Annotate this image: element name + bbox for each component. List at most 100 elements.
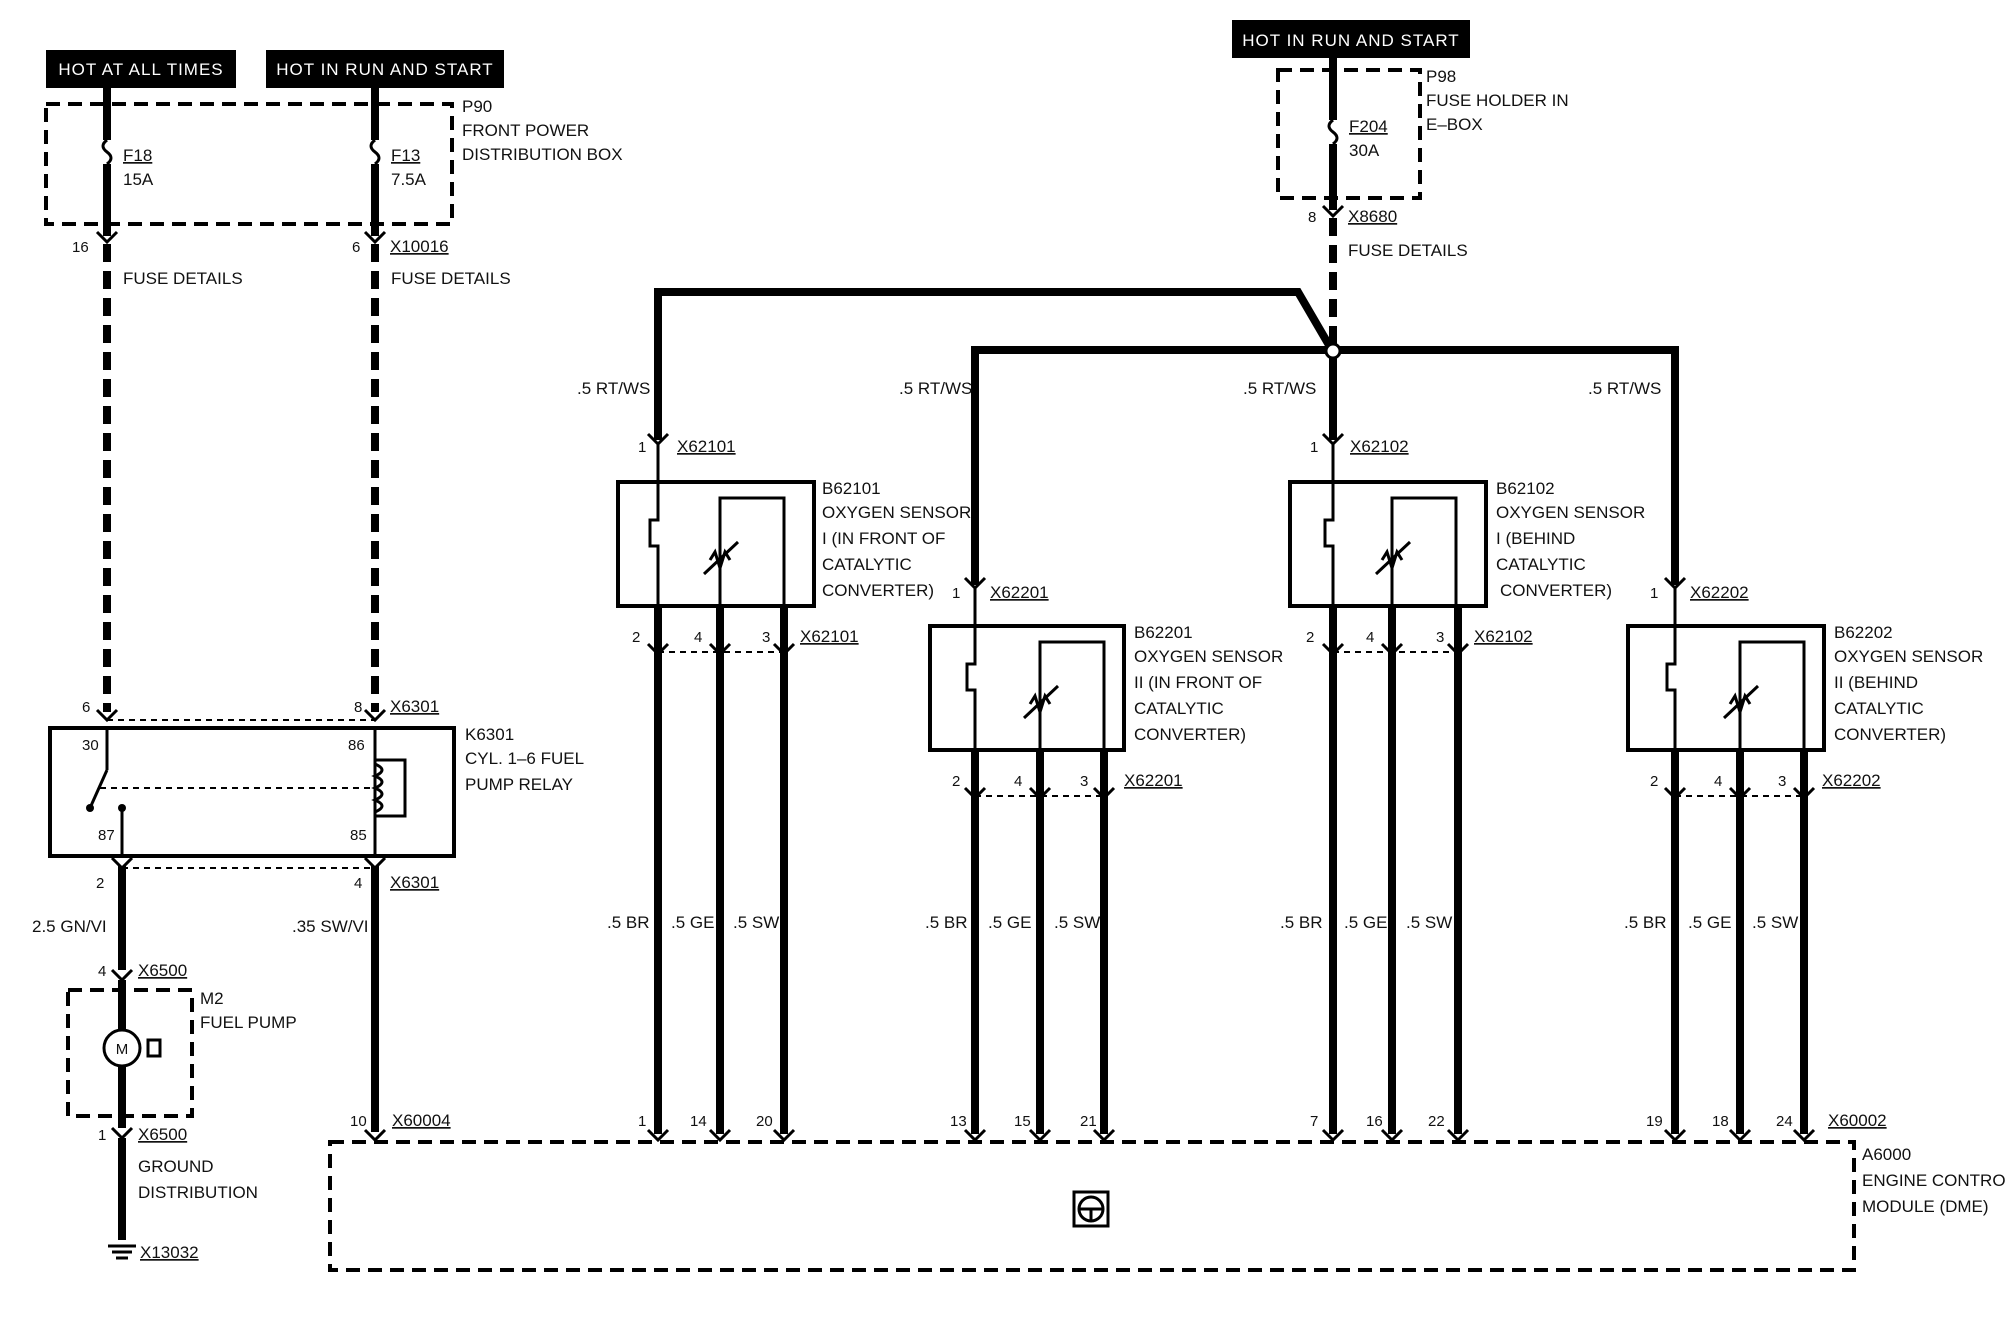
connector-16-marker [95, 230, 119, 245]
s3-line2: I (BEHIND [1496, 529, 1575, 548]
engine-control-module [328, 1140, 1856, 1272]
pin-6-relay: 6 [82, 699, 90, 716]
ground-line2: DISTRIBUTION [138, 1183, 258, 1202]
header-hot-run-start-right-box [1232, 20, 1470, 58]
sensor-b62201 [928, 624, 1126, 752]
s3-label-sw: .5 SW [1406, 913, 1452, 932]
ecm-pin-13: 13 [950, 1113, 967, 1130]
s2-variable-arrow [1022, 684, 1060, 720]
fuse-f204-symbol [1327, 118, 1339, 146]
connector-x8680-marker [1321, 204, 1345, 219]
pin-10-ecm: 10 [350, 1113, 367, 1130]
relay-switch-pivot [86, 804, 94, 812]
connector-x10016-marker [363, 230, 387, 245]
ecm-pin-20: 20 [756, 1113, 773, 1130]
s4-pin-2: 2 [1650, 773, 1658, 790]
relay-pin-87: 87 [98, 827, 115, 844]
ecm-pin-24: 24 [1776, 1113, 1793, 1130]
s1-pin-1: 1 [638, 439, 646, 456]
connector-x8680: X8680 [1348, 207, 1397, 226]
s1-variable-arrow [702, 540, 740, 576]
fuse-f13-rating: 7.5A [391, 170, 427, 189]
header-hot-run-start-left: HOT IN RUN AND START [276, 60, 493, 79]
connector-x13032: X13032 [140, 1243, 199, 1262]
s2-connector-bottom: X62201 [1124, 771, 1183, 790]
bus-rt-ws-s1 [654, 288, 1337, 440]
s4-pin-1: 1 [1650, 585, 1658, 602]
s2-heater-symbol [965, 588, 977, 750]
s2-line4: CONVERTER) [1134, 725, 1246, 744]
connector-x6301-bottom: X6301 [390, 873, 439, 892]
s3-cell-box [1390, 496, 1458, 608]
fuse-f18-id: F18 [123, 146, 152, 165]
s2-connector-top: X62201 [990, 583, 1049, 602]
relay-coil-symbol [371, 762, 384, 814]
s3-pin-1: 1 [1310, 439, 1318, 456]
relay-pin-85: 85 [350, 827, 367, 844]
s3-line4: CONVERTER) [1500, 581, 1612, 600]
ground-line1: GROUND [138, 1157, 214, 1176]
connector-x6301-top: X6301 [390, 697, 439, 716]
s1-id: B62101 [822, 479, 881, 498]
ecm-pin-7: 7 [1310, 1113, 1318, 1130]
ecm-pin-21: 21 [1080, 1113, 1097, 1130]
pin-16: 16 [72, 239, 89, 256]
ecm-pin-14: 14 [690, 1113, 707, 1130]
ecm-line2: MODULE (DME) [1862, 1197, 1989, 1216]
s4-cell-box [1738, 640, 1806, 752]
pin-8-relay: 8 [354, 699, 362, 716]
s2-cell-box [1038, 640, 1106, 752]
fuse-box-p90-line2: DISTRIBUTION BOX [462, 145, 623, 164]
s3-label-ge: .5 GE [1344, 913, 1387, 932]
wire-label-gn-vi: 2.5 GN/VI [32, 917, 107, 936]
connector-x6500-bottom: X6500 [138, 1125, 187, 1144]
s4-line1: OXYGEN SENSOR [1834, 647, 1983, 666]
s1-label-sw: .5 SW [733, 913, 779, 932]
wire-label-sw-vi: .35 SW/VI [292, 917, 369, 936]
fuse-f13-symbol [369, 138, 381, 166]
fuse-box-p90-line1: FRONT POWER [462, 121, 589, 140]
s4-heater-symbol [1665, 588, 1677, 750]
fuse-details-mid: FUSE DETAILS [391, 269, 511, 288]
s3-connector-bottom: X62102 [1474, 627, 1533, 646]
fuse-f18-rating: 15A [123, 170, 154, 189]
ecm-pin-22: 22 [1428, 1113, 1445, 1130]
ecm-pin-16: 16 [1366, 1113, 1383, 1130]
s3-pin-2: 2 [1306, 629, 1314, 646]
s4-connector-top: X62202 [1690, 583, 1749, 602]
sensor-b62102 [1288, 480, 1488, 608]
relay-switch-arm [88, 769, 109, 809]
relay-pin-86: 86 [348, 737, 365, 754]
s4-label-ge: .5 GE [1688, 913, 1731, 932]
s2-id: B62201 [1134, 623, 1193, 642]
s1-pin-2: 2 [632, 629, 640, 646]
pin-4-pump: 4 [98, 963, 106, 980]
ecm-steering-spokes [1079, 1207, 1103, 1221]
wire-label-rt-ws-3: .5 RT/WS [1243, 379, 1316, 398]
fuse-f204-rating: 30A [1349, 141, 1380, 160]
relay-id: K6301 [465, 725, 514, 744]
s3-pin-4: 4 [1366, 629, 1374, 646]
ecm-pin1-marker [646, 1128, 670, 1143]
ecm-id: A6000 [1862, 1145, 1911, 1164]
s1-label-br: .5 BR [607, 913, 650, 932]
s1-connector-top: X62101 [677, 437, 736, 456]
relay-line1: CYL. 1–6 FUEL [465, 749, 584, 768]
s1-connector-bottom: X62101 [800, 627, 859, 646]
header-hot-run-start-left-box [266, 50, 504, 88]
pin-6-top: 6 [352, 239, 360, 256]
s4-label-sw: .5 SW [1752, 913, 1798, 932]
wire-label-rt-ws-1: .5 RT/WS [577, 379, 650, 398]
s2-line3: CATALYTIC [1134, 699, 1224, 718]
connector-x10016: X10016 [390, 237, 449, 256]
s2-pin-3: 3 [1080, 773, 1088, 790]
s4-connector-bottom: X62202 [1822, 771, 1881, 790]
sensor-b62202 [1626, 624, 1826, 752]
fuse-f18-symbol [101, 138, 113, 166]
s4-variable-arrow [1722, 684, 1760, 720]
s3-line1: OXYGEN SENSOR [1496, 503, 1645, 522]
s2-label-br: .5 BR [925, 913, 968, 932]
s2-label-ge: .5 GE [988, 913, 1031, 932]
pump-pin4-marker [110, 968, 134, 983]
